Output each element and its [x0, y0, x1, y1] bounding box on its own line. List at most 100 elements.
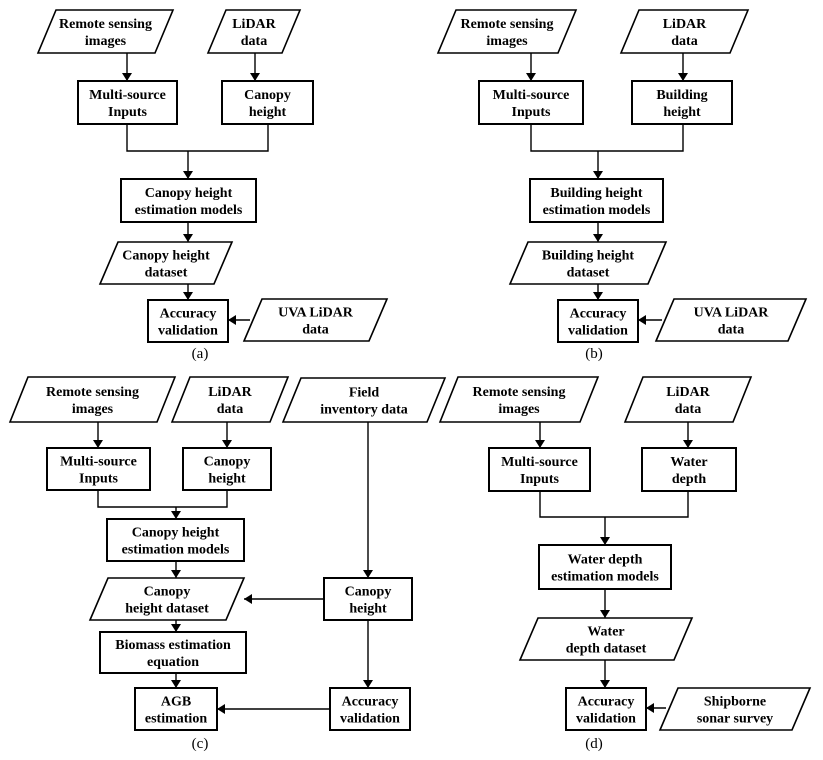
arrowhead [228, 315, 236, 325]
node-label-line: height [208, 472, 246, 487]
node-label-line: images [85, 34, 127, 49]
arrowhead [638, 315, 646, 325]
arrowhead [171, 624, 181, 632]
arrowhead [600, 610, 610, 618]
parallelogram-shape [281, 377, 447, 423]
node-label-line: images [72, 402, 114, 417]
node-label-line: data [718, 323, 744, 338]
node-label-line: Shipborne [704, 695, 766, 710]
node-label-line: Building height [550, 186, 643, 201]
node-label-line: estimation models [135, 203, 243, 218]
node-label-line: Remote sensing [59, 17, 152, 32]
parallelogram-shape [438, 376, 600, 423]
node-d-rs: Remote sensing images [438, 376, 600, 423]
node-label-line: Accuracy [578, 695, 635, 710]
parallelogram-shape [242, 298, 389, 342]
node-label-line: Canopy [144, 585, 191, 600]
node-b-dataset: Building height dataset [508, 241, 668, 285]
connector-line [97, 490, 228, 508]
node-label-line: Accuracy [342, 695, 399, 710]
parallelogram-shape [658, 687, 812, 731]
node-label-line: images [498, 402, 540, 417]
node-label-line: AGB [161, 695, 191, 710]
process-box-shape [565, 687, 647, 731]
process-box-shape [488, 447, 591, 492]
node-label-line: Canopy height [132, 526, 220, 541]
process-box-shape [106, 518, 245, 562]
process-box-shape [329, 687, 411, 731]
process-box-shape [631, 80, 733, 125]
node-label-line: height [249, 105, 287, 120]
node-label-line: Building height [542, 249, 635, 264]
node-a-dataset: Canopy height dataset [98, 241, 234, 285]
process-box-shape [77, 80, 178, 125]
node-label-line: Field [349, 386, 380, 401]
arrowhead [250, 73, 260, 81]
parallelogram-shape [436, 9, 578, 54]
node-label-line: images [486, 34, 528, 49]
node-label-line: validation [568, 324, 628, 339]
arrowhead [600, 537, 610, 545]
parallelogram-shape [206, 9, 302, 54]
node-label-line: UVA LiDAR [694, 306, 770, 321]
arrowhead [93, 440, 103, 448]
node-label-line: data [241, 34, 267, 49]
node-label-line: Multi-source [60, 455, 137, 470]
arrowhead [600, 680, 610, 688]
node-a-rs: Remote sensing images [36, 9, 175, 54]
arrowhead [593, 171, 603, 179]
arrowhead [363, 680, 373, 688]
node-label-line: Inputs [79, 472, 118, 487]
arrowhead [244, 594, 252, 604]
node-label-line: LiDAR [208, 385, 252, 400]
node-label-line: Canopy height [122, 249, 210, 264]
parallelogram-shape [88, 577, 246, 621]
node-label-line: Remote sensing [46, 385, 139, 400]
process-box-shape [478, 80, 584, 125]
process-box-shape [46, 447, 151, 491]
node-label-line: Biomass estimation [115, 638, 231, 653]
process-box-shape [134, 687, 218, 731]
parallelogram-shape [654, 298, 808, 342]
node-label-line: dataset [567, 266, 610, 281]
node-label-line: height dataset [125, 602, 209, 617]
node-c-rs: Remote sensing images [8, 376, 177, 423]
node-label-line: data [217, 402, 243, 417]
arrowhead [171, 511, 181, 519]
node-label-line: Canopy height [145, 186, 233, 201]
parallelogram-shape [36, 9, 175, 54]
node-label-line: dataset [145, 266, 188, 281]
node-label-line: equation [147, 655, 199, 670]
node-label-line: data [302, 323, 328, 338]
process-box-shape [323, 577, 413, 621]
arrowhead [363, 570, 373, 578]
parallelogram-shape [508, 241, 668, 285]
node-label-line: Remote sensing [473, 385, 566, 400]
node-c-biomass: Biomass estimation equation [99, 631, 247, 674]
node-label-line: Canopy [204, 455, 251, 470]
process-box-shape [120, 178, 257, 223]
process-box-shape [147, 299, 229, 343]
arrowhead [683, 440, 693, 448]
panel-caption: (a) [192, 346, 209, 362]
node-label-line: Water [670, 455, 707, 470]
parallelogram-shape [623, 376, 753, 423]
arrowhead [593, 234, 603, 242]
node-label-line: Building [656, 88, 707, 103]
arrowhead [535, 440, 545, 448]
parallelogram-shape [8, 376, 177, 423]
parallelogram-shape [518, 617, 694, 661]
node-label-line: sonar survey [697, 712, 773, 727]
arrowhead [171, 680, 181, 688]
parallelogram-shape [619, 9, 750, 54]
connector-line [126, 124, 269, 152]
